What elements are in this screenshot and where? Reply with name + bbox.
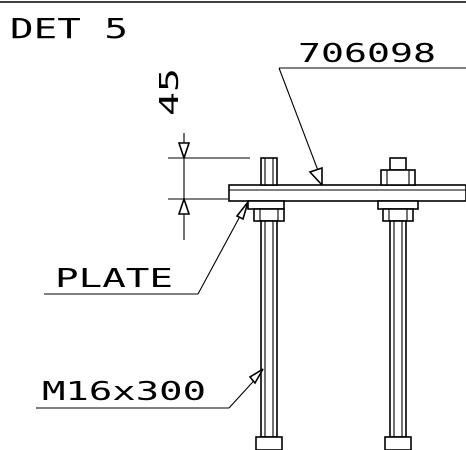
part-number-arrowhead — [308, 166, 323, 188]
dimension-value: 45 — [155, 68, 185, 116]
dimension-arrow-top — [177, 142, 191, 161]
dimension-45: 45 — [155, 68, 250, 240]
part-number-leader — [278, 67, 323, 182]
bolt-callout: M16x300 — [36, 368, 264, 409]
bolt-arrowhead — [248, 368, 264, 385]
bolt-label: M16x300 — [42, 377, 206, 407]
dimension-arrow-bottom — [177, 196, 191, 215]
plate-callout: PLATE — [44, 201, 249, 295]
detail-title: DET 5 — [10, 12, 128, 45]
right-bolt — [377, 157, 419, 450]
plate — [228, 184, 466, 202]
plate-label: PLATE — [55, 264, 173, 294]
plate-arrowhead — [235, 201, 249, 221]
left-bolt — [247, 157, 285, 450]
part-number-label: 706098 — [298, 39, 436, 69]
